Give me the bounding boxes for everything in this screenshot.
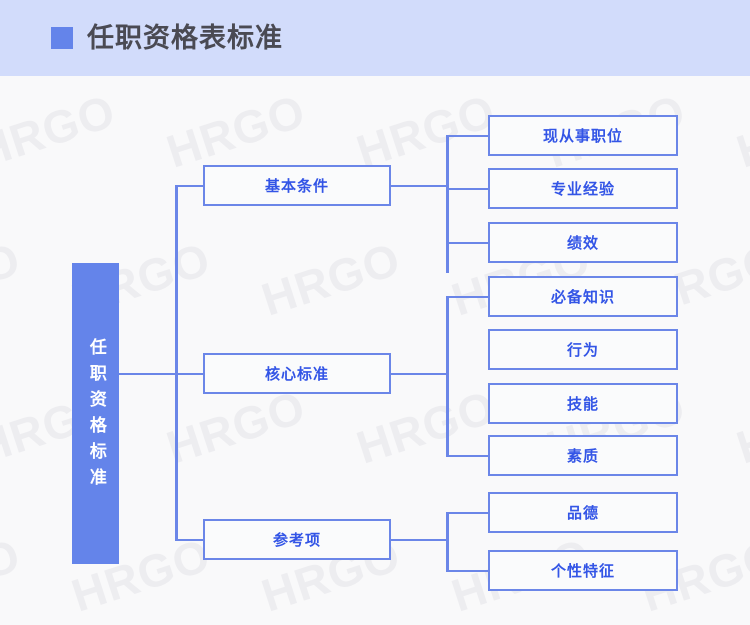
leaf-node-required-knowledge[interactable]: 必备知识 [488, 276, 678, 317]
connector-trunk-to-branch2 [175, 373, 205, 375]
connector-trunk-to-branch1 [175, 185, 205, 187]
branch-node-core-standards[interactable]: 核心标准 [203, 353, 391, 394]
connector-branch1-child2 [446, 188, 490, 190]
connector-branch2-spine [446, 297, 449, 457]
org-chart-diagram: 任职资格标准 基本条件 现从事职位 专业经验 绩效 核心标准 必备知识 行为 [0, 76, 750, 625]
connector-branch1-spine [446, 136, 449, 273]
connector-branch2-child4 [446, 455, 490, 457]
connector-branch3-child1 [446, 512, 490, 514]
connector-main-trunk [175, 186, 178, 541]
connector-trunk-to-branch3 [175, 539, 205, 541]
connector-branch2-stem [391, 373, 448, 375]
leaf-node-skills[interactable]: 技能 [488, 383, 678, 424]
leaf-node-moral-character[interactable]: 品德 [488, 492, 678, 533]
square-marker-icon [51, 27, 73, 49]
connector-branch3-spine [446, 513, 449, 572]
branch-node-reference-items[interactable]: 参考项 [203, 519, 391, 560]
leaf-node-current-position[interactable]: 现从事职位 [488, 115, 678, 156]
leaf-node-professional-experience[interactable]: 专业经验 [488, 168, 678, 209]
page-title: 任职资格表标准 [87, 23, 283, 53]
root-node-qualification-standard[interactable]: 任职资格标准 [72, 263, 119, 564]
connector-branch1-child1 [446, 135, 490, 137]
leaf-node-behavior[interactable]: 行为 [488, 329, 678, 370]
connector-branch1-stem [391, 185, 448, 187]
connector-branch1-child3 [446, 242, 490, 244]
page-header-bar: 任职资格表标准 [0, 0, 750, 76]
connector-branch3-child2 [446, 570, 490, 572]
connector-branch2-child1 [446, 296, 490, 298]
leaf-node-performance[interactable]: 绩效 [488, 222, 678, 263]
leaf-node-personality-traits[interactable]: 个性特征 [488, 550, 678, 591]
connector-branch3-stem [391, 539, 448, 541]
connector-root-stem [119, 373, 177, 375]
leaf-node-qualities[interactable]: 素质 [488, 435, 678, 476]
branch-node-basic-conditions[interactable]: 基本条件 [203, 165, 391, 206]
